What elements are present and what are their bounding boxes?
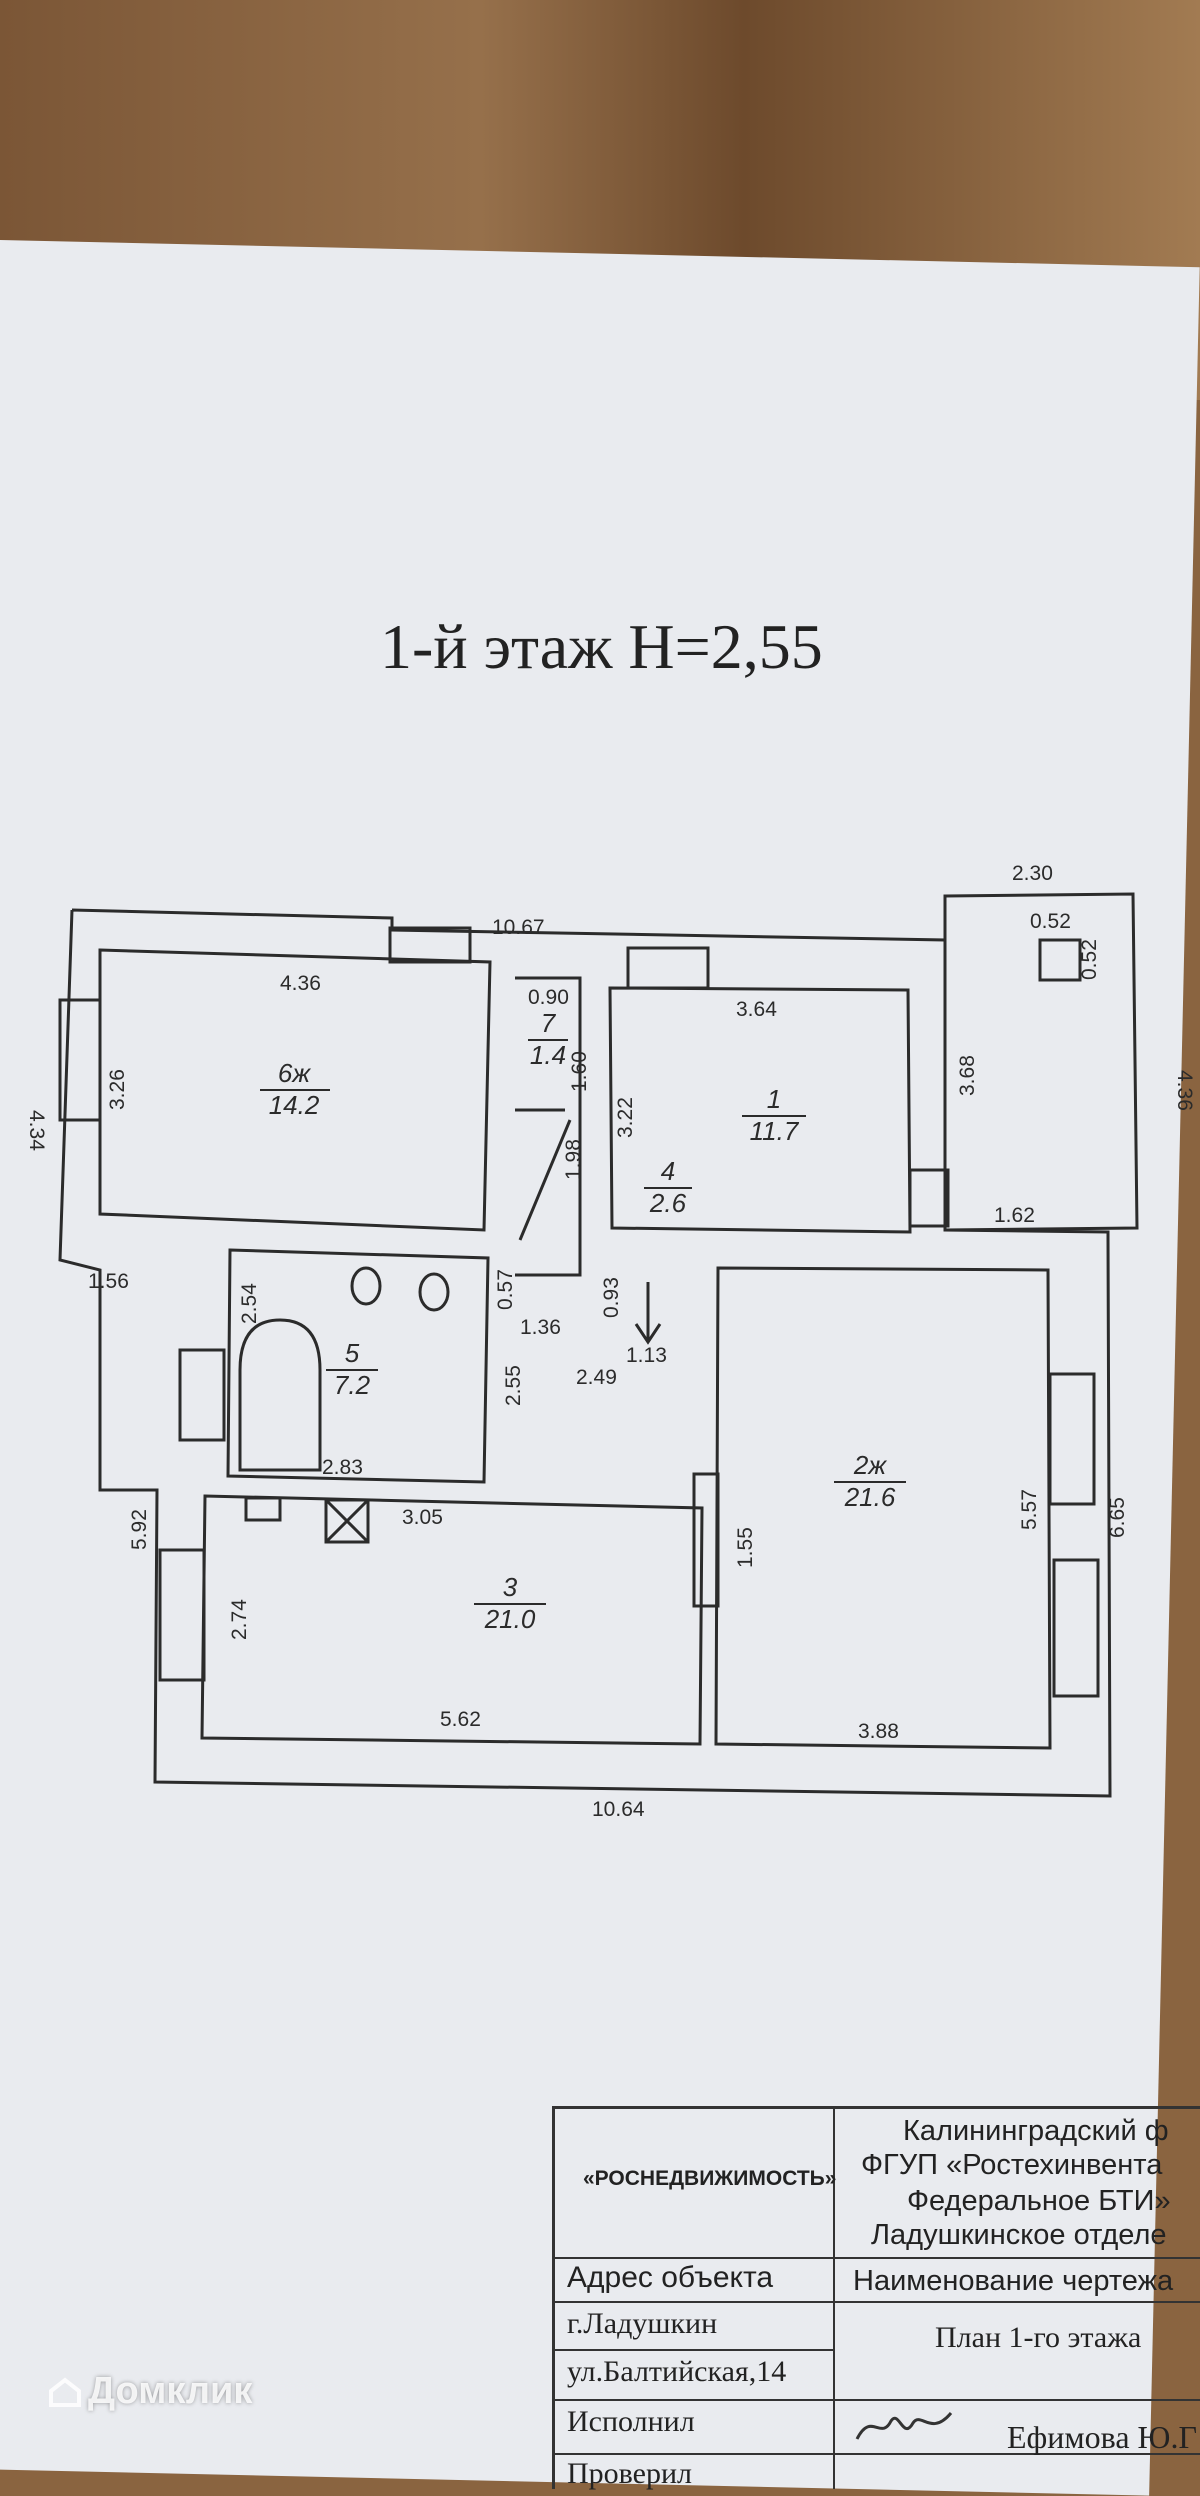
window-annex: [908, 1168, 950, 1228]
dim-3-64: 3.64: [736, 998, 777, 1021]
dim-1-98: 1.98: [562, 1139, 585, 1180]
room-1-area: 11.7: [750, 1116, 800, 1146]
dim-2-83: 2.83: [322, 1456, 363, 1479]
window-left-top: [58, 998, 102, 1122]
room-4-area: 2.6: [649, 1188, 687, 1218]
dim-1-60: 1.60: [568, 1051, 591, 1092]
room-5-area: 7.2: [334, 1370, 371, 1400]
dim-0-90: 0.90: [528, 986, 569, 1009]
dim-3-88: 3.88: [858, 1720, 899, 1743]
dim-0-52-a: 0.52: [1030, 910, 1071, 933]
performer-name: Ефимова Ю.Г: [1007, 2419, 1197, 2455]
window-top-1: [388, 926, 472, 964]
dim-4-36-left: 4.36: [280, 972, 321, 995]
org-line-1: Калининградский ф: [903, 2115, 1169, 2147]
org-line-4: Ладушкинское отделе: [871, 2219, 1167, 2251]
room-7-number: 7: [541, 1008, 557, 1038]
dim-3-05: 3.05: [402, 1506, 443, 1529]
room-3-area: 21.0: [484, 1604, 536, 1634]
dim-2-30: 2.30: [1012, 862, 1053, 885]
dim-5-57: 5.57: [1018, 1489, 1041, 1530]
dim-0-52-b: 0.52: [1078, 939, 1101, 980]
dim-4-34: 4.34: [25, 1110, 48, 1151]
dim-1-55: 1.55: [734, 1527, 757, 1568]
drawing-name-value: План 1-го этажа: [935, 2321, 1142, 2354]
org-line-2: ФГУП «Ростехинвента: [861, 2149, 1163, 2181]
drawing-name-label: Наименование чертежа: [853, 2265, 1174, 2297]
dim-10-64: 10.64: [592, 1798, 645, 1821]
vent-shaft: [1038, 938, 1082, 982]
annex-wall: [943, 892, 1139, 1232]
room-5-wall: [226, 1248, 490, 1484]
performed-label: Исполнил: [567, 2405, 695, 2438]
dim-10-67: 10.67: [492, 916, 545, 939]
stair-wall: [515, 976, 582, 1277]
address-label: Адрес объекта: [567, 2261, 774, 2294]
dim-3-68: 3.68: [956, 1055, 979, 1096]
watermark-text: Домклик: [88, 2370, 253, 2412]
bathtub: [238, 1318, 322, 1472]
dim-2-55: 2.55: [502, 1365, 525, 1406]
room-1-number: 1: [767, 1084, 781, 1114]
room-2-area: 21.6: [844, 1482, 896, 1512]
window-left-bottom: [158, 1548, 206, 1682]
boiler: [324, 1498, 370, 1544]
heater-box: [244, 1496, 282, 1522]
dim-5-92: 5.92: [128, 1509, 151, 1550]
sink: [350, 1266, 382, 1306]
window-right-2: [1052, 1558, 1100, 1698]
dim-0-57: 0.57: [494, 1269, 517, 1310]
dim-1-36: 1.36: [520, 1316, 561, 1339]
window-top-2: [626, 946, 710, 990]
room-6-area: 14.2: [269, 1090, 320, 1120]
dim-4-36-right: 4.36: [1173, 1070, 1196, 1111]
title-block: «РОСНЕДВИЖИМОСТЬ» Калининградский ф ФГУП…: [552, 2106, 1200, 2490]
agency-name: «РОСНЕДВИЖИМОСТЬ»: [583, 2167, 837, 2190]
street-value: ул.Балтийская,14: [567, 2355, 787, 2388]
room-6-number: 6ж: [278, 1058, 311, 1088]
room-7-area: 1.4: [530, 1040, 566, 1070]
exterior-wall-outline: [58, 908, 1112, 1798]
city-value: г.Ладушкин: [567, 2307, 718, 2340]
room-3-wall: [200, 1494, 704, 1746]
domclick-watermark: Домклик: [48, 2370, 252, 2413]
toilet: [418, 1272, 450, 1312]
dim-0-93: 0.93: [600, 1277, 623, 1318]
room-2-number: 2ж: [853, 1450, 887, 1480]
dim-2-74: 2.74: [228, 1599, 251, 1640]
dim-2-54: 2.54: [238, 1283, 261, 1324]
dim-3-22: 3.22: [614, 1097, 637, 1138]
dim-3-26: 3.26: [106, 1069, 129, 1110]
window-right-1: [1048, 1372, 1096, 1506]
checked-label: Проверил: [567, 2457, 692, 2490]
dim-2-49: 2.49: [576, 1366, 617, 1389]
room-5-number: 5: [345, 1338, 360, 1368]
house-icon: [49, 2377, 81, 2407]
org-line-3: Федеральное БТИ»: [907, 2185, 1171, 2217]
door-3-2: [692, 1472, 720, 1608]
room-4-number: 4: [661, 1156, 675, 1186]
dim-6-65: 6.65: [1106, 1497, 1129, 1538]
dim-1-13: 1.13: [626, 1344, 667, 1367]
dim-1-62: 1.62: [994, 1204, 1035, 1227]
dim-1-56: 1.56: [88, 1270, 129, 1293]
window-left-mid: [178, 1348, 226, 1442]
dim-5-62: 5.62: [440, 1708, 481, 1731]
room-6-wall: [98, 948, 492, 1232]
room-3-number: 3: [503, 1572, 518, 1602]
room-1-wall: [608, 986, 912, 1234]
plan-title: 1-й этаж Н=2,55: [380, 611, 823, 682]
signature: [855, 2412, 953, 2440]
